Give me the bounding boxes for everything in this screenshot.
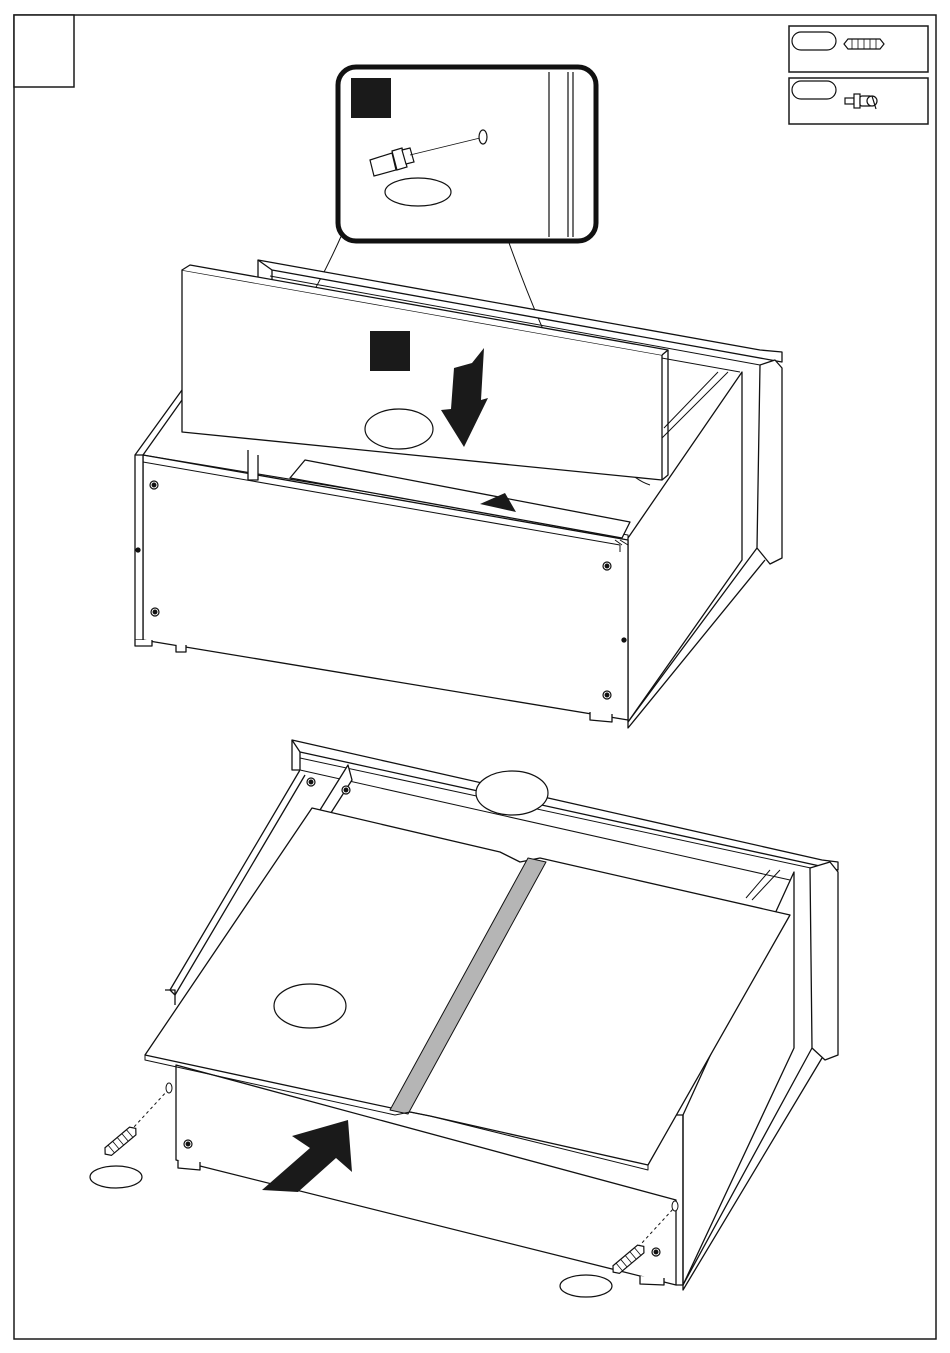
panel-code-badge [365, 409, 433, 449]
legend-item-cam-bolt [789, 78, 928, 124]
step-marker [370, 331, 410, 371]
part-code-badge [792, 81, 836, 99]
step-marker [351, 78, 391, 118]
joint-code-badge [476, 771, 548, 815]
right-side-panel [757, 360, 782, 564]
legend-item-dowel [789, 26, 928, 72]
panel-code-badge [274, 984, 346, 1028]
wooden-dowel-icon [844, 39, 884, 49]
step-number-box [14, 15, 74, 87]
part-code-badge [792, 32, 836, 50]
part-code-badge [385, 178, 451, 206]
part-code-badge [560, 1275, 612, 1297]
part-code-badge [90, 1166, 142, 1188]
